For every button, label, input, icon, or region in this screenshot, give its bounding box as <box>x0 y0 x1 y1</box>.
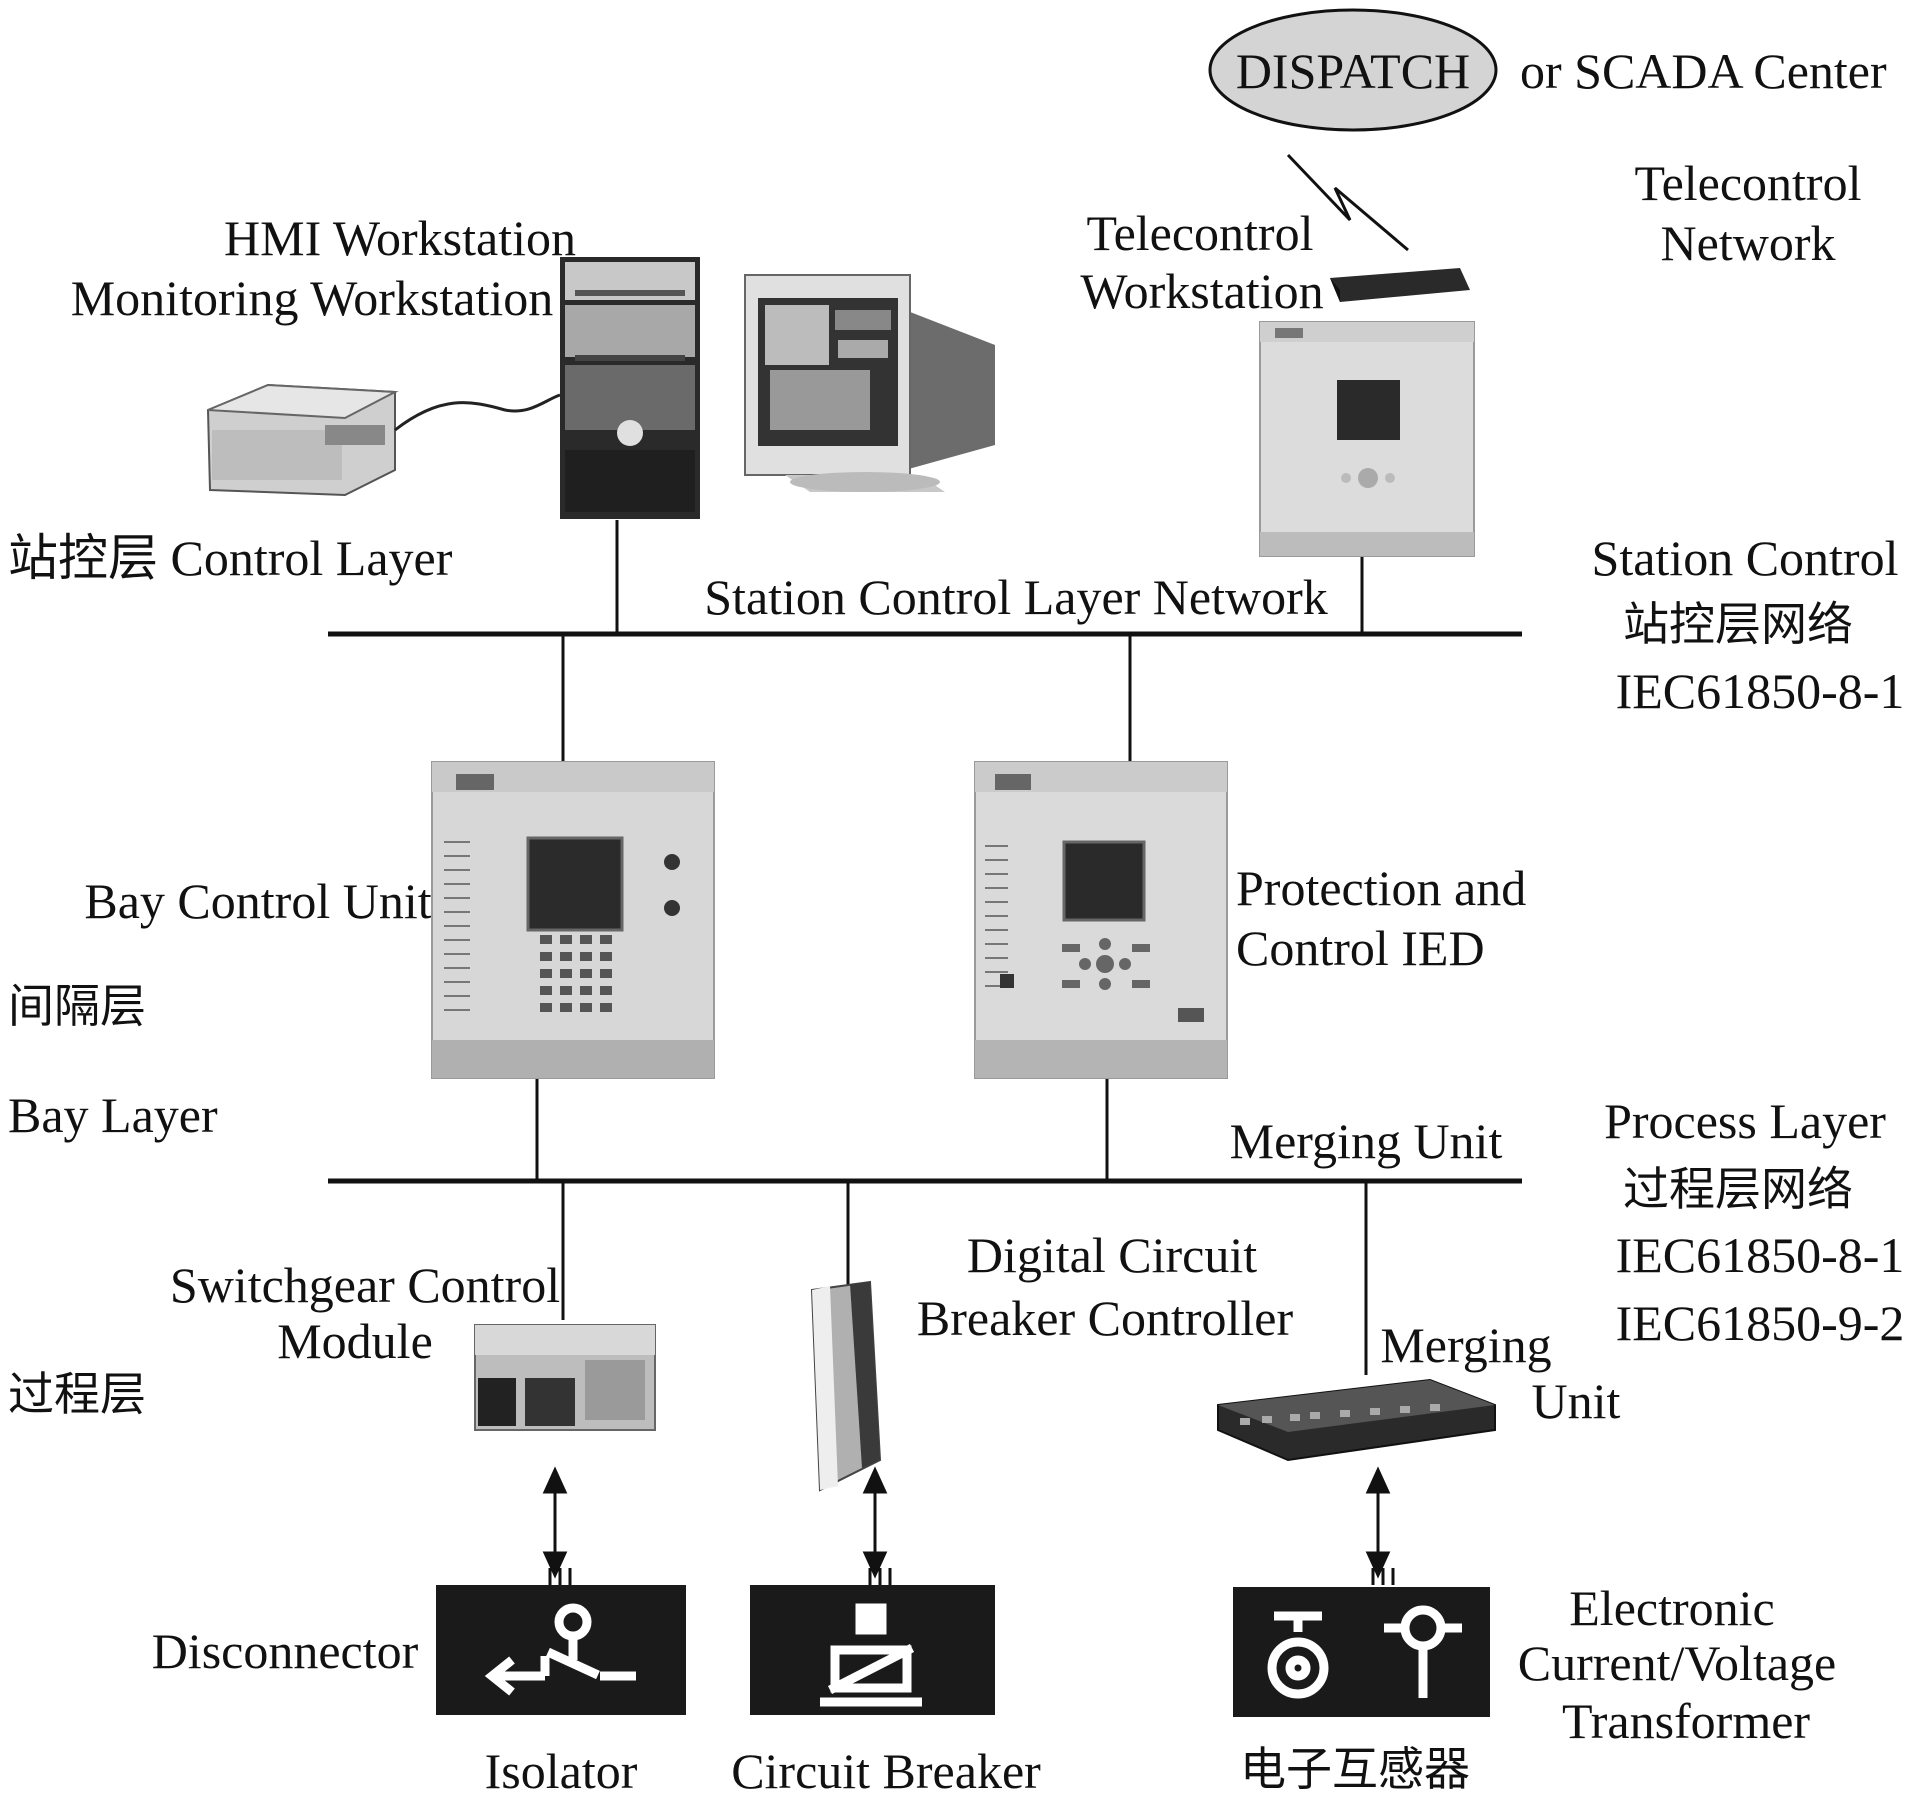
transformer-symbol-box <box>1233 1587 1490 1717</box>
printer-icon <box>206 383 399 497</box>
ied-screen <box>1062 840 1146 922</box>
ied-label-1: Protection and <box>1236 860 1526 916</box>
process-layer-cn: 过程层网络 <box>1623 1164 1853 1215</box>
wireless-link-icon <box>1286 153 1409 252</box>
electronic-transformer-group: 电子互感器 <box>1233 1587 1490 1795</box>
switchgear-label-2: Module <box>277 1313 433 1369</box>
bay-layer-en: Bay Layer <box>8 1087 218 1143</box>
circuit-breaker-group: Circuit Breaker <box>731 1585 1041 1796</box>
process-layer-standard-2: IEC61850-9-2 <box>1616 1295 1905 1351</box>
bay-control-unit: Bay Control Unit <box>84 761 715 1079</box>
crt-monitor-icon <box>744 274 995 492</box>
network-lines <box>328 520 1522 1375</box>
telecontrol-label-1: Telecontrol <box>1087 205 1314 261</box>
breaker-controller-label-2: Breaker Controller <box>917 1290 1294 1346</box>
station-control-label: Station Control <box>1592 530 1899 586</box>
dispatch-ellipse <box>1208 8 1498 132</box>
station-control-cn: 站控层网络 <box>1623 599 1853 650</box>
dispatch-center: DISPATCH or SCADA Center <box>1208 8 1887 252</box>
merging-unit-label-2: Unit <box>1532 1373 1621 1429</box>
isolator-arrow-icon <box>542 1466 572 1585</box>
control-layer-label: 站控层 Control Layer <box>8 530 453 586</box>
process-layer-label: Process Layer <box>1604 1093 1886 1149</box>
current-transformer-icon <box>1267 1611 1329 1699</box>
telecontrol-label-2: Workstation <box>1080 263 1323 319</box>
hmi-workstation: HMI Workstation Monitoring Workstation <box>71 210 995 519</box>
printer-cable <box>394 393 561 432</box>
pc-tower-icon <box>560 257 700 519</box>
breaker-arrow-icon <box>862 1466 892 1585</box>
hmi-label-2: Monitoring Workstation <box>71 270 554 326</box>
bay-layer-cn: 间隔层 <box>8 981 146 1032</box>
left-labels: 站控层 Control Layer 间隔层 Bay Layer 过程层 <box>8 530 453 1420</box>
transformer-cn-label: 电子互感器 <box>1240 1744 1470 1795</box>
station-control-standard: IEC61850-8-1 <box>1616 663 1905 719</box>
merging-unit: Merging Unit <box>1217 1317 1621 1462</box>
telecontrol-network-line1: Telecontrol <box>1635 155 1862 211</box>
merging-unit-label-1: Merging <box>1380 1317 1551 1373</box>
station-network-label: Station Control Layer Network <box>704 569 1328 625</box>
transformer-arrow-icon <box>1365 1466 1395 1585</box>
circuit-breaker-label: Circuit Breaker <box>731 1743 1041 1796</box>
bcu-label: Bay Control Unit <box>84 873 431 929</box>
ect-label-3: Transformer <box>1562 1693 1810 1749</box>
modem-icon <box>1330 268 1470 302</box>
telecontrol-workstation: Telecontrol Workstation <box>1080 205 1475 557</box>
ied-label-2: Control IED <box>1236 920 1485 976</box>
hmi-label-1: HMI Workstation <box>224 210 576 266</box>
circuit-breaker-icon <box>820 1603 922 1707</box>
double-arrows <box>542 1466 1395 1585</box>
isolator-icon <box>484 1603 636 1696</box>
telecontrol-relay-panel <box>1259 321 1475 557</box>
disconnector-group: Disconnector Isolator <box>152 1585 686 1796</box>
ect-label-1: Electronic <box>1569 1580 1774 1636</box>
dispatch-label: DISPATCH <box>1236 43 1470 99</box>
bcu-leds <box>444 841 470 1011</box>
merging-unit-ports <box>1240 1404 1440 1425</box>
dispatch-suffix: or SCADA Center <box>1520 43 1887 99</box>
digital-circuit-breaker-controller: Digital Circuit Breaker Controller <box>810 1227 1294 1492</box>
process-layer-standard-1: IEC61850-8-1 <box>1616 1227 1905 1283</box>
ied-nav-keys <box>1062 938 1150 990</box>
process-network-tag: Merging Unit <box>1230 1113 1503 1169</box>
ect-labels: Electronic Current/Voltage Transformer <box>1518 1580 1836 1749</box>
switchgear-label-1: Switchgear Control <box>170 1257 560 1313</box>
breaker-controller-label-1: Digital Circuit <box>967 1227 1257 1283</box>
isolator-label: Isolator <box>485 1743 638 1796</box>
isolator-symbol-box <box>436 1585 686 1715</box>
switchgear-control-module: Switchgear Control Module <box>170 1257 656 1431</box>
disconnector-label: Disconnector <box>152 1623 419 1679</box>
bcu-keypad <box>540 935 612 1012</box>
ect-label-2: Current/Voltage <box>1518 1635 1836 1691</box>
protection-control-ied: Protection and Control IED <box>974 761 1526 1079</box>
bcu-screen <box>526 836 624 932</box>
right-labels: Telecontrol Network Station Control 站控层网… <box>1592 155 1905 1351</box>
voltage-transformer-icon <box>1384 1605 1462 1698</box>
telecontrol-network-line2: Network <box>1661 215 1836 271</box>
process-layer-cn-left: 过程层 <box>8 1369 146 1420</box>
